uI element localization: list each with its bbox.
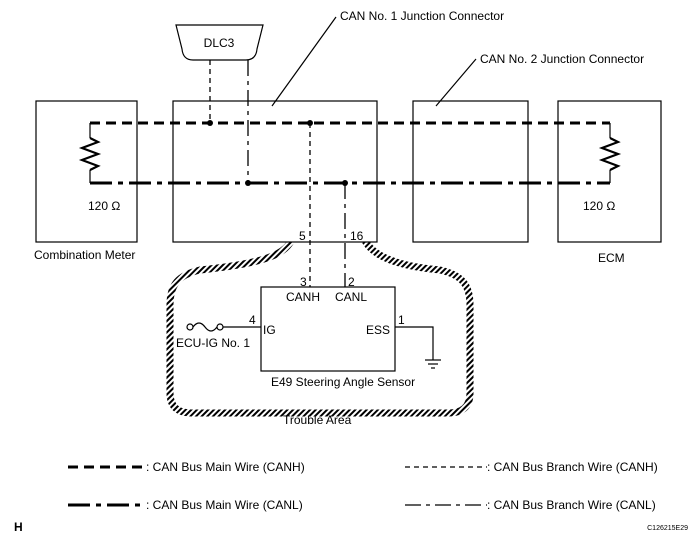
legend-main-canh-text: : CAN Bus Main Wire (CANH): [146, 460, 305, 474]
can1-junction-label: CAN No. 1 Junction Connector: [340, 9, 504, 23]
combination-meter-label: Combination Meter: [34, 248, 135, 262]
trouble-area-label: Trouble Area: [283, 413, 352, 427]
dlc3-connector: [175, 24, 264, 61]
junction-pin-canl: 16: [350, 229, 364, 243]
junction-dot: [342, 180, 348, 186]
junction-dot: [307, 120, 313, 126]
ess-wire: [395, 326, 434, 360]
sensor-pin-ess-number: 1: [398, 313, 405, 327]
sensor-name-label: E49 Steering Angle Sensor: [271, 375, 415, 389]
junction-dot: [245, 180, 251, 186]
ecm-label: ECM: [598, 251, 625, 265]
legend-main-canl-text: : CAN Bus Main Wire (CANL): [146, 498, 303, 512]
dlc3-label: DLC3: [204, 36, 235, 50]
ecu-ig-label: ECU-IG No. 1: [176, 336, 250, 350]
steering-angle-sensor-box: [260, 286, 396, 372]
sensor-pin-ig-number: 4: [249, 313, 256, 327]
combination-meter-box: [35, 100, 138, 243]
can2-leader-line: [435, 58, 477, 107]
ground-icon: [425, 359, 441, 369]
page-letter: H: [14, 520, 23, 534]
sensor-pin-canl-label: CANL: [335, 290, 367, 304]
junction-dot: [207, 120, 213, 126]
junction-pin-canh: 5: [299, 229, 306, 243]
left-terminating-resistor: [78, 123, 102, 183]
sensor-pin-canl-number: 2: [348, 275, 355, 289]
fuse-icon: [186, 322, 224, 332]
sensor-pin-canh-label: CANH: [286, 290, 320, 304]
sensor-pin-ess-label: ESS: [366, 323, 390, 337]
can2-junction-label: CAN No. 2 Junction Connector: [480, 52, 644, 66]
left-resistor-value: 120 Ω: [88, 199, 120, 213]
can1-leader-line: [271, 16, 337, 107]
figure-code: C126215E29: [647, 525, 688, 532]
sensor-pin-ig-label: IG: [263, 323, 276, 337]
legend-branch-canh-text: : CAN Bus Branch Wire (CANH): [487, 460, 658, 474]
legend-branch-canl-text: : CAN Bus Branch Wire (CANL): [487, 498, 656, 512]
sensor-pin-canh-number: 3: [300, 275, 307, 289]
right-terminating-resistor: [598, 123, 622, 183]
right-resistor-value: 120 Ω: [583, 199, 615, 213]
